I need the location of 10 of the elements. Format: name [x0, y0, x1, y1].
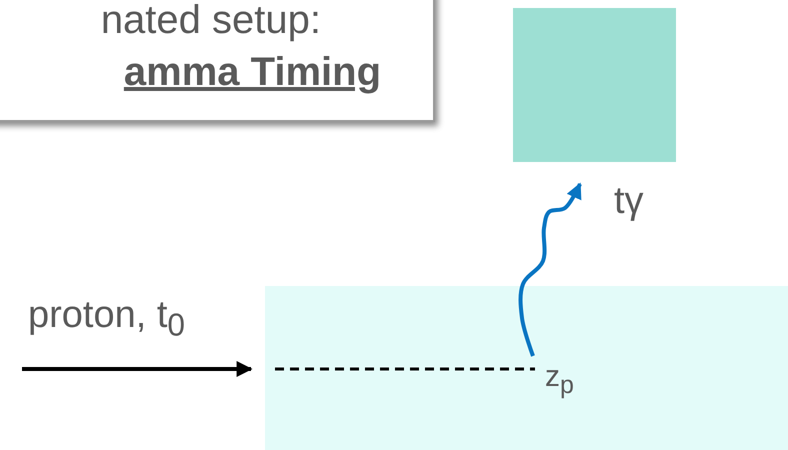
arrow — [22, 361, 253, 377]
detector-block — [513, 8, 676, 162]
subtitle-text: nated setup: — [100, 0, 321, 40]
text-box — [0, 0, 435, 122]
wavy-arrow — [518, 182, 582, 357]
edge-label: tγ — [614, 182, 644, 220]
position-label: z$_{p}$ — [545, 362, 574, 398]
heading-text: amma Timing — [124, 52, 381, 92]
target-block — [265, 286, 788, 450]
edge-label: proton, t$_{0}$ — [28, 296, 186, 342]
